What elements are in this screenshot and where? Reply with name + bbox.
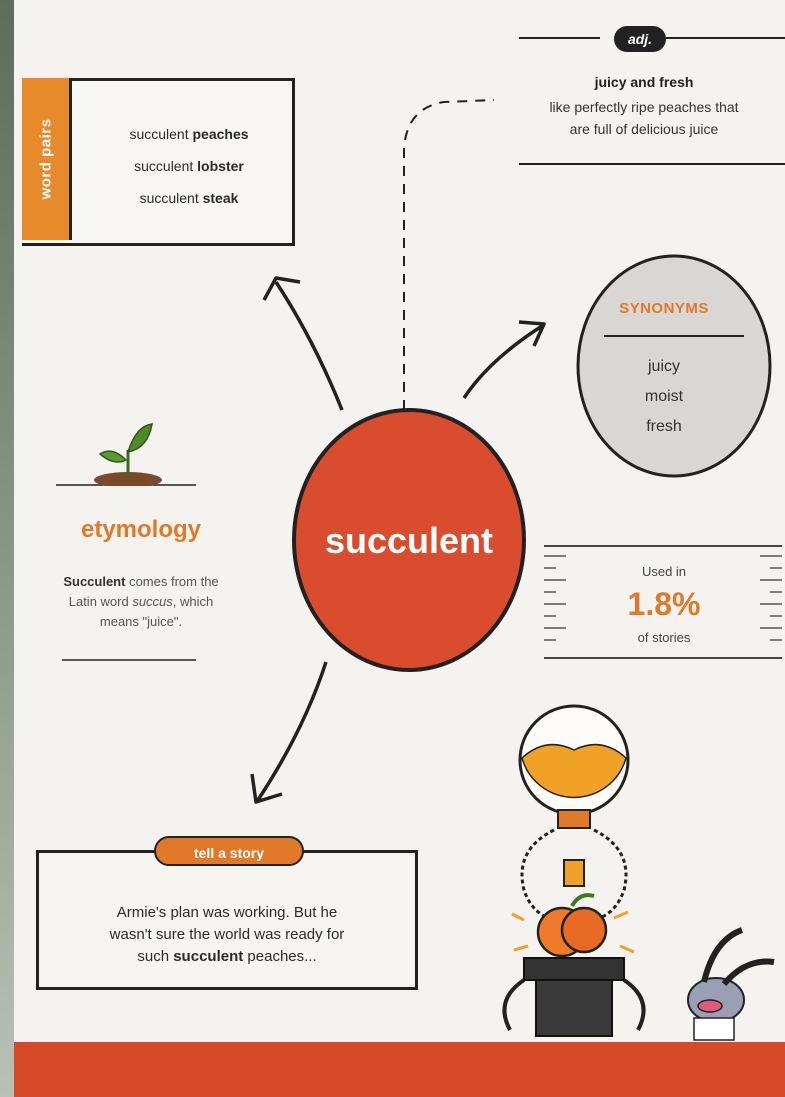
juicer-machine-illustration (502, 704, 775, 1041)
sprout-icon (94, 423, 162, 486)
etymology-text: Succulent comes from the Latin word succ… (63, 574, 219, 629)
bottom-color-band (14, 1042, 785, 1097)
usage-label-top: Used in (641, 564, 687, 579)
word-pair-item: succulent lobster (134, 158, 244, 174)
synonyms-title: SYNONYMS (619, 300, 709, 317)
synonym-item: juicy (647, 358, 680, 375)
synonym-item: fresh (646, 418, 682, 435)
word-pair-item: succulent peaches (129, 126, 249, 142)
usage-label-bottom: of stories (637, 630, 691, 645)
story-box (36, 850, 418, 990)
part-of-speech-badge: adj. (614, 26, 666, 52)
synonym-item: moist (644, 388, 684, 405)
story-text: Armie's plan was working. But he wasn't … (109, 904, 345, 965)
ruler-ticks (544, 555, 782, 641)
tell-a-story-badge: tell a story (154, 836, 304, 866)
word-pair-item: succulent steak (139, 190, 239, 206)
definition-heading: juicy and fresh (594, 74, 694, 90)
synonyms-list: juicy moist fresh (594, 352, 734, 442)
photo-background-edge (0, 0, 14, 1097)
book-page: · (14, 0, 785, 1097)
etymology-title: etymology (80, 516, 202, 543)
definition-text: like perfectly ripe peaches that are ful… (549, 99, 739, 137)
main-word: succulent (324, 520, 494, 561)
usage-value: 1.8% (627, 586, 701, 622)
word-pairs-label: word pairs (37, 118, 54, 200)
diagram-lines (56, 37, 785, 804)
word-pairs-list: succulent peaches succulent lobster succ… (94, 118, 284, 214)
word-pairs-tab: word pairs (22, 78, 72, 240)
